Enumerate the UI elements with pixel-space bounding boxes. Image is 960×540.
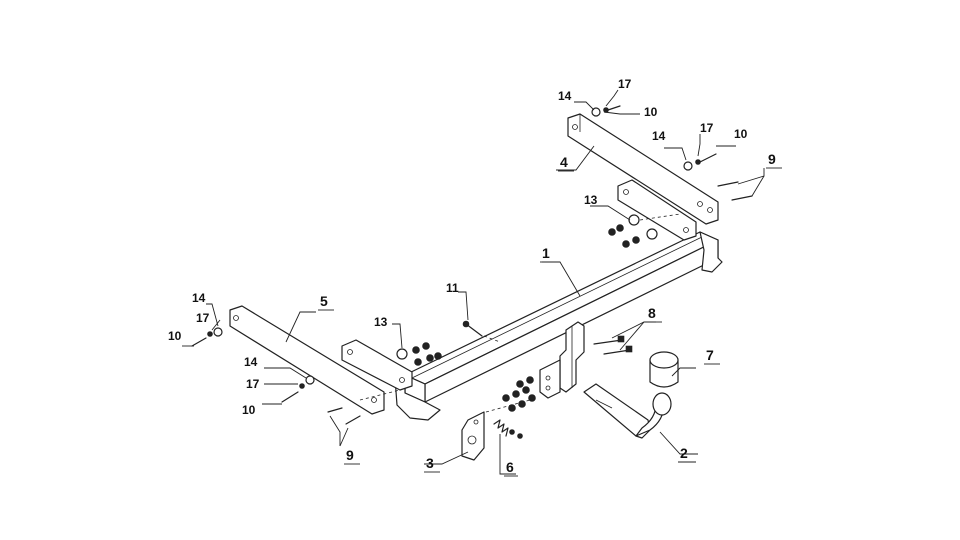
left-side-bracket <box>341 339 413 391</box>
callout-17-left-lower: 17 <box>246 377 260 391</box>
callout-10-right: 10 <box>734 127 748 141</box>
callout-7: 7 <box>706 347 714 363</box>
socket-plate <box>461 411 485 461</box>
callout-14-left-upper: 14 <box>192 291 206 305</box>
callout-14-top: 14 <box>558 89 572 103</box>
callout-14-left-lower: 14 <box>244 355 258 369</box>
callout-17-top: 17 <box>618 77 632 91</box>
right-mounting-plate <box>567 113 719 225</box>
callout-5: 5 <box>320 293 328 309</box>
callout-2: 2 <box>680 445 688 461</box>
callout-10-left-lower: 10 <box>242 403 256 417</box>
spring-bolt <box>493 419 523 439</box>
callout-13-right: 13 <box>584 193 598 207</box>
callout-labels: 1 2 3 4 5 6 7 8 9 9 10 10 10 10 11 13 13… <box>168 77 776 475</box>
callout-8: 8 <box>648 305 656 321</box>
crossbar <box>394 231 723 421</box>
callout-17-left-upper: 17 <box>196 311 210 325</box>
ball-neck <box>583 383 672 439</box>
callout-10-left-upper: 10 <box>168 329 182 343</box>
ball-cover <box>649 351 679 388</box>
assembly-lines <box>359 213 681 413</box>
callout-9-right: 9 <box>768 151 776 167</box>
left-mounting-plate <box>229 305 385 415</box>
callout-3: 3 <box>426 455 434 471</box>
fasteners <box>191 105 753 425</box>
callout-10-top: 10 <box>644 105 658 119</box>
callout-underlines <box>318 167 782 477</box>
right-side-bracket <box>617 179 697 241</box>
leader-lines <box>182 89 765 475</box>
callout-1: 1 <box>542 245 550 261</box>
callout-14-right: 14 <box>652 129 666 143</box>
callout-4: 4 <box>560 154 568 170</box>
callout-17-right: 17 <box>700 121 714 135</box>
callout-11: 11 <box>446 281 459 295</box>
callout-9-left: 9 <box>346 447 354 463</box>
callout-13-left: 13 <box>374 315 388 329</box>
callout-6: 6 <box>506 459 514 475</box>
